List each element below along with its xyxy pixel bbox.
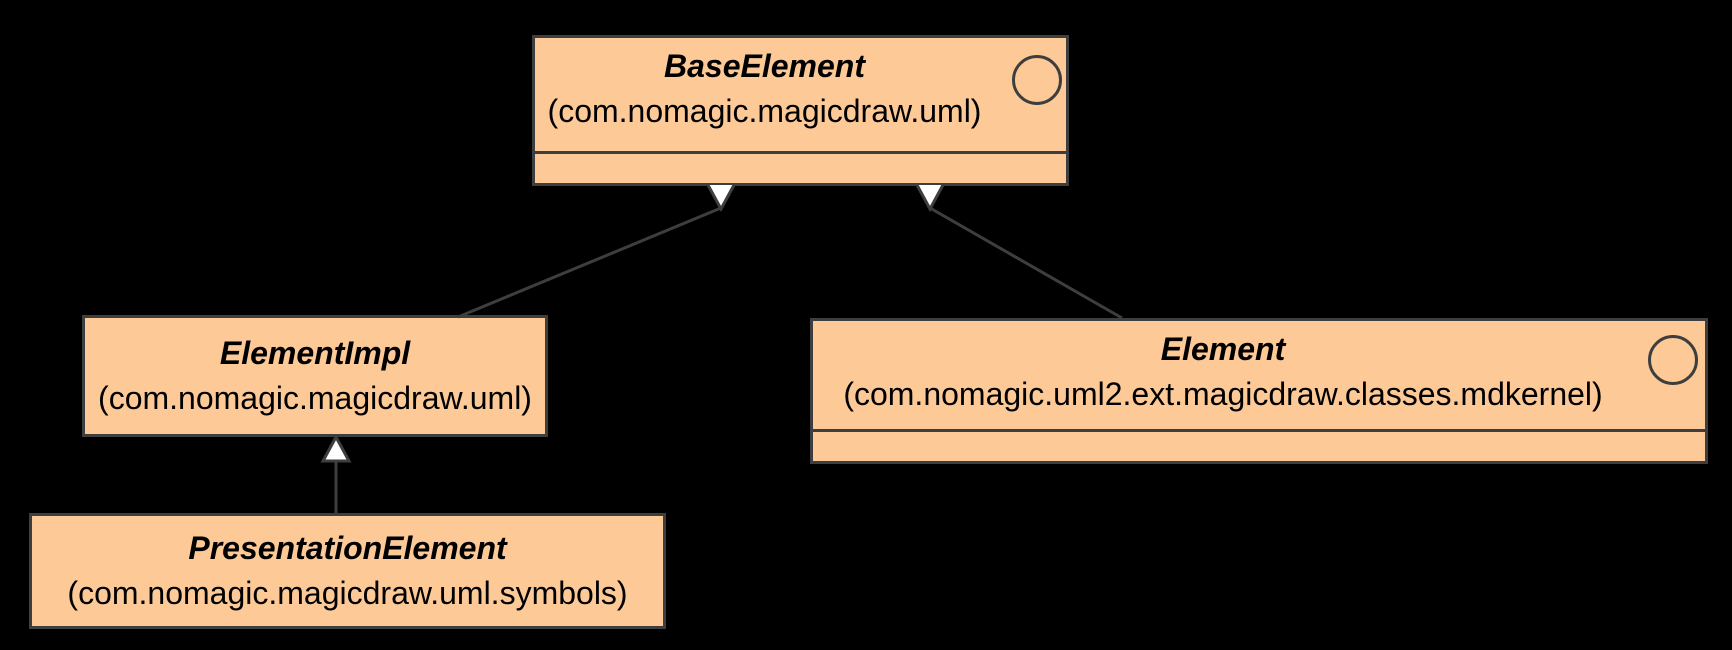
- class-package-elementimpl: (com.nomagic.magicdraw.uml): [98, 380, 532, 416]
- class-box-presentationelement: PresentationElement (com.nomagic.magicdr…: [29, 513, 666, 629]
- empty-attributes-compartment: [535, 151, 1066, 183]
- interface-circle-icon: [1648, 335, 1698, 385]
- generalization-arrowhead-icon: [706, 184, 736, 213]
- class-name-elementimpl: ElementImpl: [219, 335, 411, 371]
- class-box-baseelement: BaseElement (com.nomagic.magicdraw.uml): [532, 35, 1069, 186]
- empty-attributes-compartment: [813, 429, 1705, 461]
- class-package-presentationelement: (com.nomagic.magicdraw.uml.symbols): [67, 575, 628, 611]
- class-box-element: Element (com.nomagic.uml2.ext.magicdraw.…: [810, 318, 1708, 464]
- generalization-arrowhead-icon: [320, 433, 352, 463]
- class-box-elementimpl: ElementImpl (com.nomagic.magicdraw.uml): [82, 315, 548, 437]
- class-name-baseelement: BaseElement: [664, 48, 865, 84]
- class-name-presentationelement: PresentationElement: [188, 530, 507, 566]
- class-name-element: Element: [1160, 331, 1286, 367]
- class-package-baseelement: (com.nomagic.magicdraw.uml): [547, 93, 982, 129]
- class-package-element: (com.nomagic.uml2.ext.magicdraw.classes.…: [843, 376, 1603, 412]
- generalization-line-element-to-baseelement: [929, 206, 1123, 320]
- interface-circle-icon: [1012, 55, 1062, 105]
- generalization-line-elementimpl-to-baseelement: [457, 206, 722, 319]
- generalization-arrowhead-icon: [915, 184, 945, 213]
